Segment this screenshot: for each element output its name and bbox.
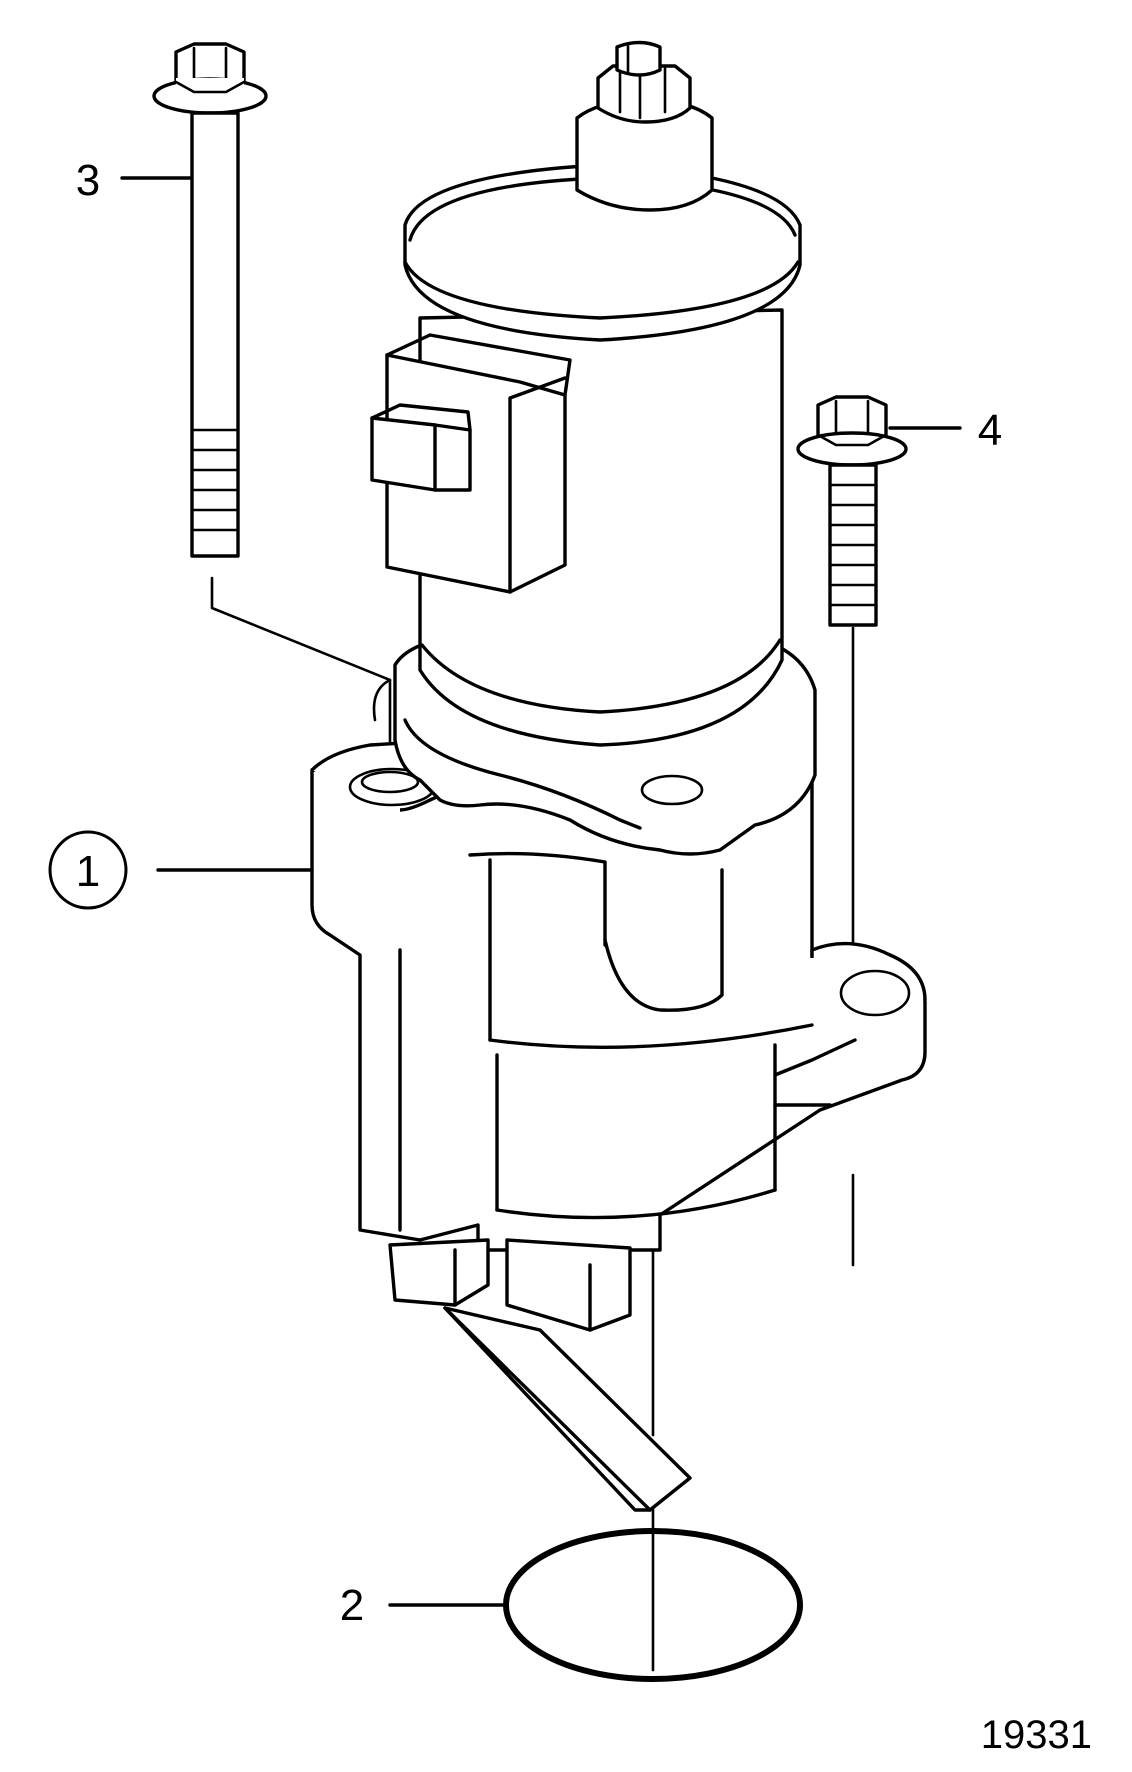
terminal-post [575,40,714,212]
callout-1-label: 1 [76,847,100,896]
suction-pipe [388,1238,692,1512]
callout-4-label: 4 [978,406,1002,455]
callout-2-label: 2 [340,1581,364,1630]
figure-number: 19331 [981,1713,1092,1757]
callout-1: 1 [48,830,314,910]
long-bolt [152,42,268,558]
callout-3: 3 [76,156,192,205]
callout-4: 4 [888,406,1002,455]
callout-3-label: 3 [76,156,100,205]
electrical-connector [370,333,572,594]
short-bolt [796,395,908,627]
callout-2: 2 [340,1581,507,1630]
